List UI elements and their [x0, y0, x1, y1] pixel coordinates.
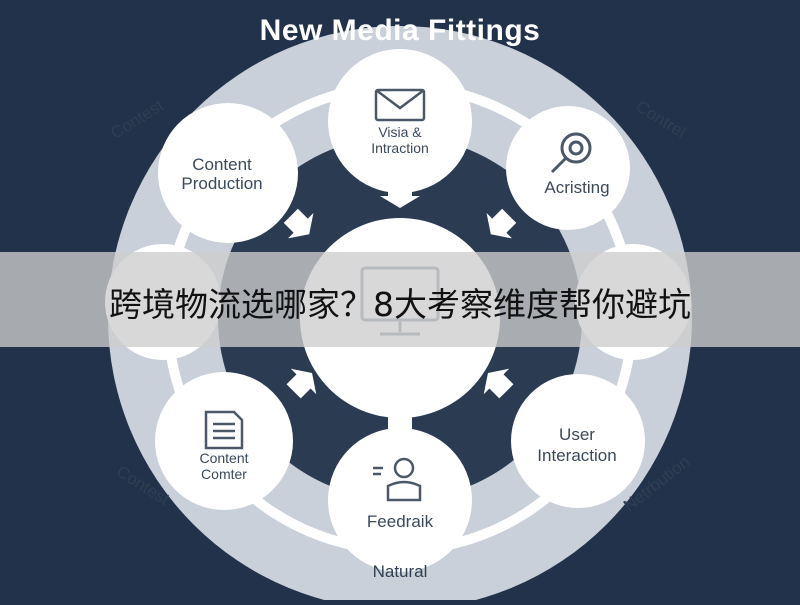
- arrow-icon: [286, 368, 317, 399]
- ring-label-bottom: Natural: [373, 562, 428, 581]
- arrow-icon: [380, 404, 420, 432]
- node-bottom-left-label-1: Content: [199, 450, 248, 466]
- ring-label-top-right: Contrel: [633, 97, 690, 142]
- node-top-left: [158, 103, 298, 243]
- node-top-left-label-2: Production: [181, 174, 262, 193]
- node-top-left-label-1: Content: [192, 155, 252, 174]
- arrow-icon: [483, 368, 514, 399]
- arrow-icon: [486, 208, 517, 239]
- node-bottom-right: [511, 374, 645, 508]
- node-bottom-right-label-1: User: [559, 425, 595, 444]
- envelope-icon: [374, 88, 426, 122]
- node-bottom-left-label-2: Comter: [201, 466, 247, 482]
- overlay-banner: [0, 252, 800, 347]
- node-top-label-1: Visia &: [378, 124, 422, 140]
- arrow-icon: [283, 208, 314, 239]
- ring-label-top-left: Contest: [107, 96, 167, 143]
- node-bottom-right-label-2: Interaction: [537, 446, 616, 465]
- document-icon: [204, 410, 244, 450]
- person-icon: [373, 457, 422, 502]
- overlay-banner-text: 跨境物流选哪家？8大考察维度帮你避坑: [109, 285, 691, 324]
- node-bottom-label: Feedraik: [367, 512, 434, 531]
- node-bottom-left: [155, 372, 293, 510]
- node-top-label-2: Intraction: [371, 140, 429, 156]
- diagram-title: New Media Fittings: [259, 14, 541, 47]
- magnifier-icon: [550, 132, 592, 174]
- node-top-right-label: Acristing: [544, 178, 609, 197]
- node-top-right: [506, 106, 630, 230]
